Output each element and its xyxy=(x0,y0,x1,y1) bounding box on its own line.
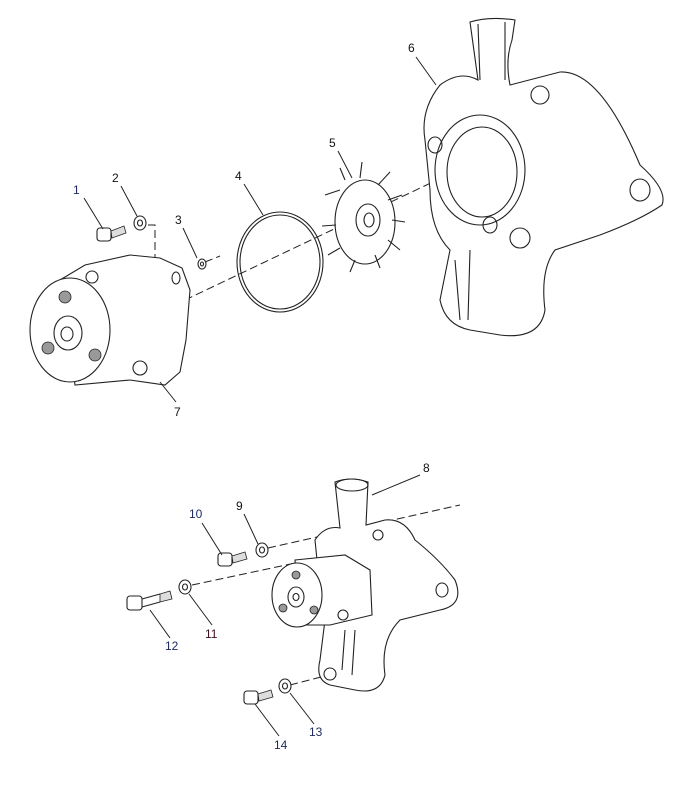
callout-7: 7 xyxy=(174,405,181,419)
o-ring-4 xyxy=(236,211,324,313)
washer-13 xyxy=(278,678,292,694)
callout-9: 9 xyxy=(236,499,243,513)
washer-9 xyxy=(255,542,269,558)
callout-2: 2 xyxy=(112,171,119,185)
bottom-axis-line-lower xyxy=(191,561,301,586)
callout-5: 5 xyxy=(329,136,336,150)
callout-13: 13 xyxy=(309,725,323,739)
bottom-axis-line-foot xyxy=(289,675,326,686)
pump-housing-assembly-8 xyxy=(271,478,459,692)
callout-8: 8 xyxy=(423,461,430,475)
bolt-10 xyxy=(217,551,248,567)
callout-14: 14 xyxy=(274,738,288,752)
washer-2 xyxy=(133,215,147,231)
callout-1: 1 xyxy=(73,183,80,197)
pump-housing-6 xyxy=(423,17,664,337)
bolt-1 xyxy=(96,225,127,242)
pump-body-7 xyxy=(29,254,191,386)
bolt-14 xyxy=(243,689,274,705)
washer-3 xyxy=(197,258,207,270)
washer-axis-line xyxy=(204,255,221,263)
callout-11: 11 xyxy=(205,627,218,641)
callout-3: 3 xyxy=(175,213,182,227)
bolt-12 xyxy=(126,590,173,611)
callout-6: 6 xyxy=(408,41,415,55)
washer-11 xyxy=(178,579,192,595)
callout-10: 10 xyxy=(189,507,203,521)
impeller-5 xyxy=(321,161,406,273)
callout-4: 4 xyxy=(235,169,242,183)
callout-12: 12 xyxy=(165,639,179,653)
